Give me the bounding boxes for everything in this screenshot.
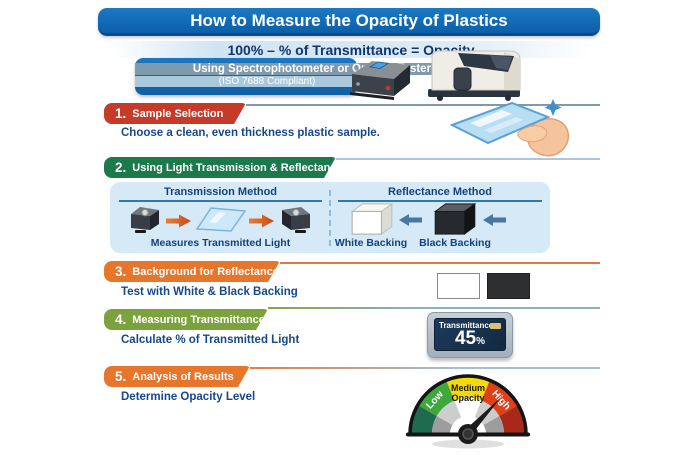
arrow-right-icon	[249, 214, 274, 228]
detector-icon	[282, 207, 310, 233]
step3-number: 3.	[115, 264, 127, 279]
step5-banner: 5. Analysis of Results	[104, 366, 250, 387]
step4-description: Calculate % of Transmitted Light	[121, 334, 300, 346]
display-label: Transmittance	[439, 321, 494, 330]
step1-number: 1.	[115, 106, 127, 121]
transmission-caption: Measures Transmitted Light	[150, 237, 291, 249]
step5-number: 5.	[115, 369, 127, 384]
step3-banner: 3. Background for Reflectance	[104, 261, 280, 282]
step5-label: Analysis of Results	[132, 370, 234, 383]
step5-rule	[250, 367, 600, 369]
white-backing-label: White Backing	[334, 237, 408, 249]
gauge-medium-label-line2: Opacity	[451, 393, 484, 403]
step3-label: Background for Reflectance	[132, 265, 279, 278]
tool-callout-line2: (ISO 7688 Compliant)	[135, 76, 399, 87]
spectrophotometer-illustration	[350, 61, 410, 100]
value-number: 45	[454, 328, 477, 349]
arrow-left-icon	[399, 214, 422, 226]
title-banner: How to Measure the Opacity of Plastics	[98, 8, 600, 36]
step5-description: Determine Opacity Level	[121, 391, 256, 403]
step4-label: Measuring Transmittance	[132, 313, 265, 326]
value-unit: %	[476, 336, 486, 347]
reflectance-method-title: Reflectance Method	[338, 186, 542, 202]
white-swatch	[437, 273, 480, 299]
transmittance-display: Transmittance 45%	[427, 312, 513, 358]
step1-description: Choose a clean, even thickness plastic s…	[121, 127, 380, 139]
step2-rule	[336, 158, 600, 160]
panel-divider	[329, 190, 331, 246]
step2-number: 2.	[115, 160, 127, 175]
step4-banner: 4. Measuring Transmittance	[104, 309, 268, 330]
arrow-left-icon	[483, 214, 506, 226]
transmission-method-title: Transmission Method	[119, 186, 322, 202]
page-title: How to Measure the Opacity of Plastics	[190, 10, 508, 30]
step1-rule	[246, 104, 600, 106]
methods-panel: Transmission Method Reflectance Method	[110, 182, 550, 253]
step4-number: 4.	[115, 312, 127, 327]
step1-banner: 1. Sample Selection	[104, 103, 246, 124]
transmittance-value: 45%	[435, 328, 505, 350]
step1-label: Sample Selection	[132, 107, 224, 120]
step3-rule	[280, 262, 600, 264]
step3-description: Test with White & Black Backing	[121, 286, 298, 298]
gauge-medium-label-line1: Medium	[451, 383, 485, 393]
step2-label: Using Light Transmission & Reflectance	[132, 161, 343, 174]
step2-banner: 2. Using Light Transmission & Reflectanc…	[104, 157, 336, 178]
white-backing-box	[350, 202, 394, 236]
battery-icon	[490, 323, 501, 329]
hand-sample-illustration	[450, 99, 570, 157]
plastic-sample-icon	[195, 207, 247, 232]
black-backing-label: Black Backing	[419, 237, 491, 249]
display-screen: Transmittance 45%	[434, 318, 506, 351]
sparkle-icon	[544, 99, 562, 116]
opacity-formula: 100% – % of Transmittance = Opacity	[227, 41, 475, 58]
opacity-gauge: Low Medium Opacity High	[406, 374, 530, 449]
light-source-icon	[131, 207, 159, 233]
arrow-right-icon	[166, 214, 191, 228]
black-swatch	[487, 273, 530, 299]
opacity-tester-illustration	[428, 50, 521, 101]
tool-callout: Using Spectrophotometer or Opacity Teste…	[135, 58, 489, 95]
step4-rule	[268, 307, 600, 309]
black-backing-box	[433, 202, 477, 236]
